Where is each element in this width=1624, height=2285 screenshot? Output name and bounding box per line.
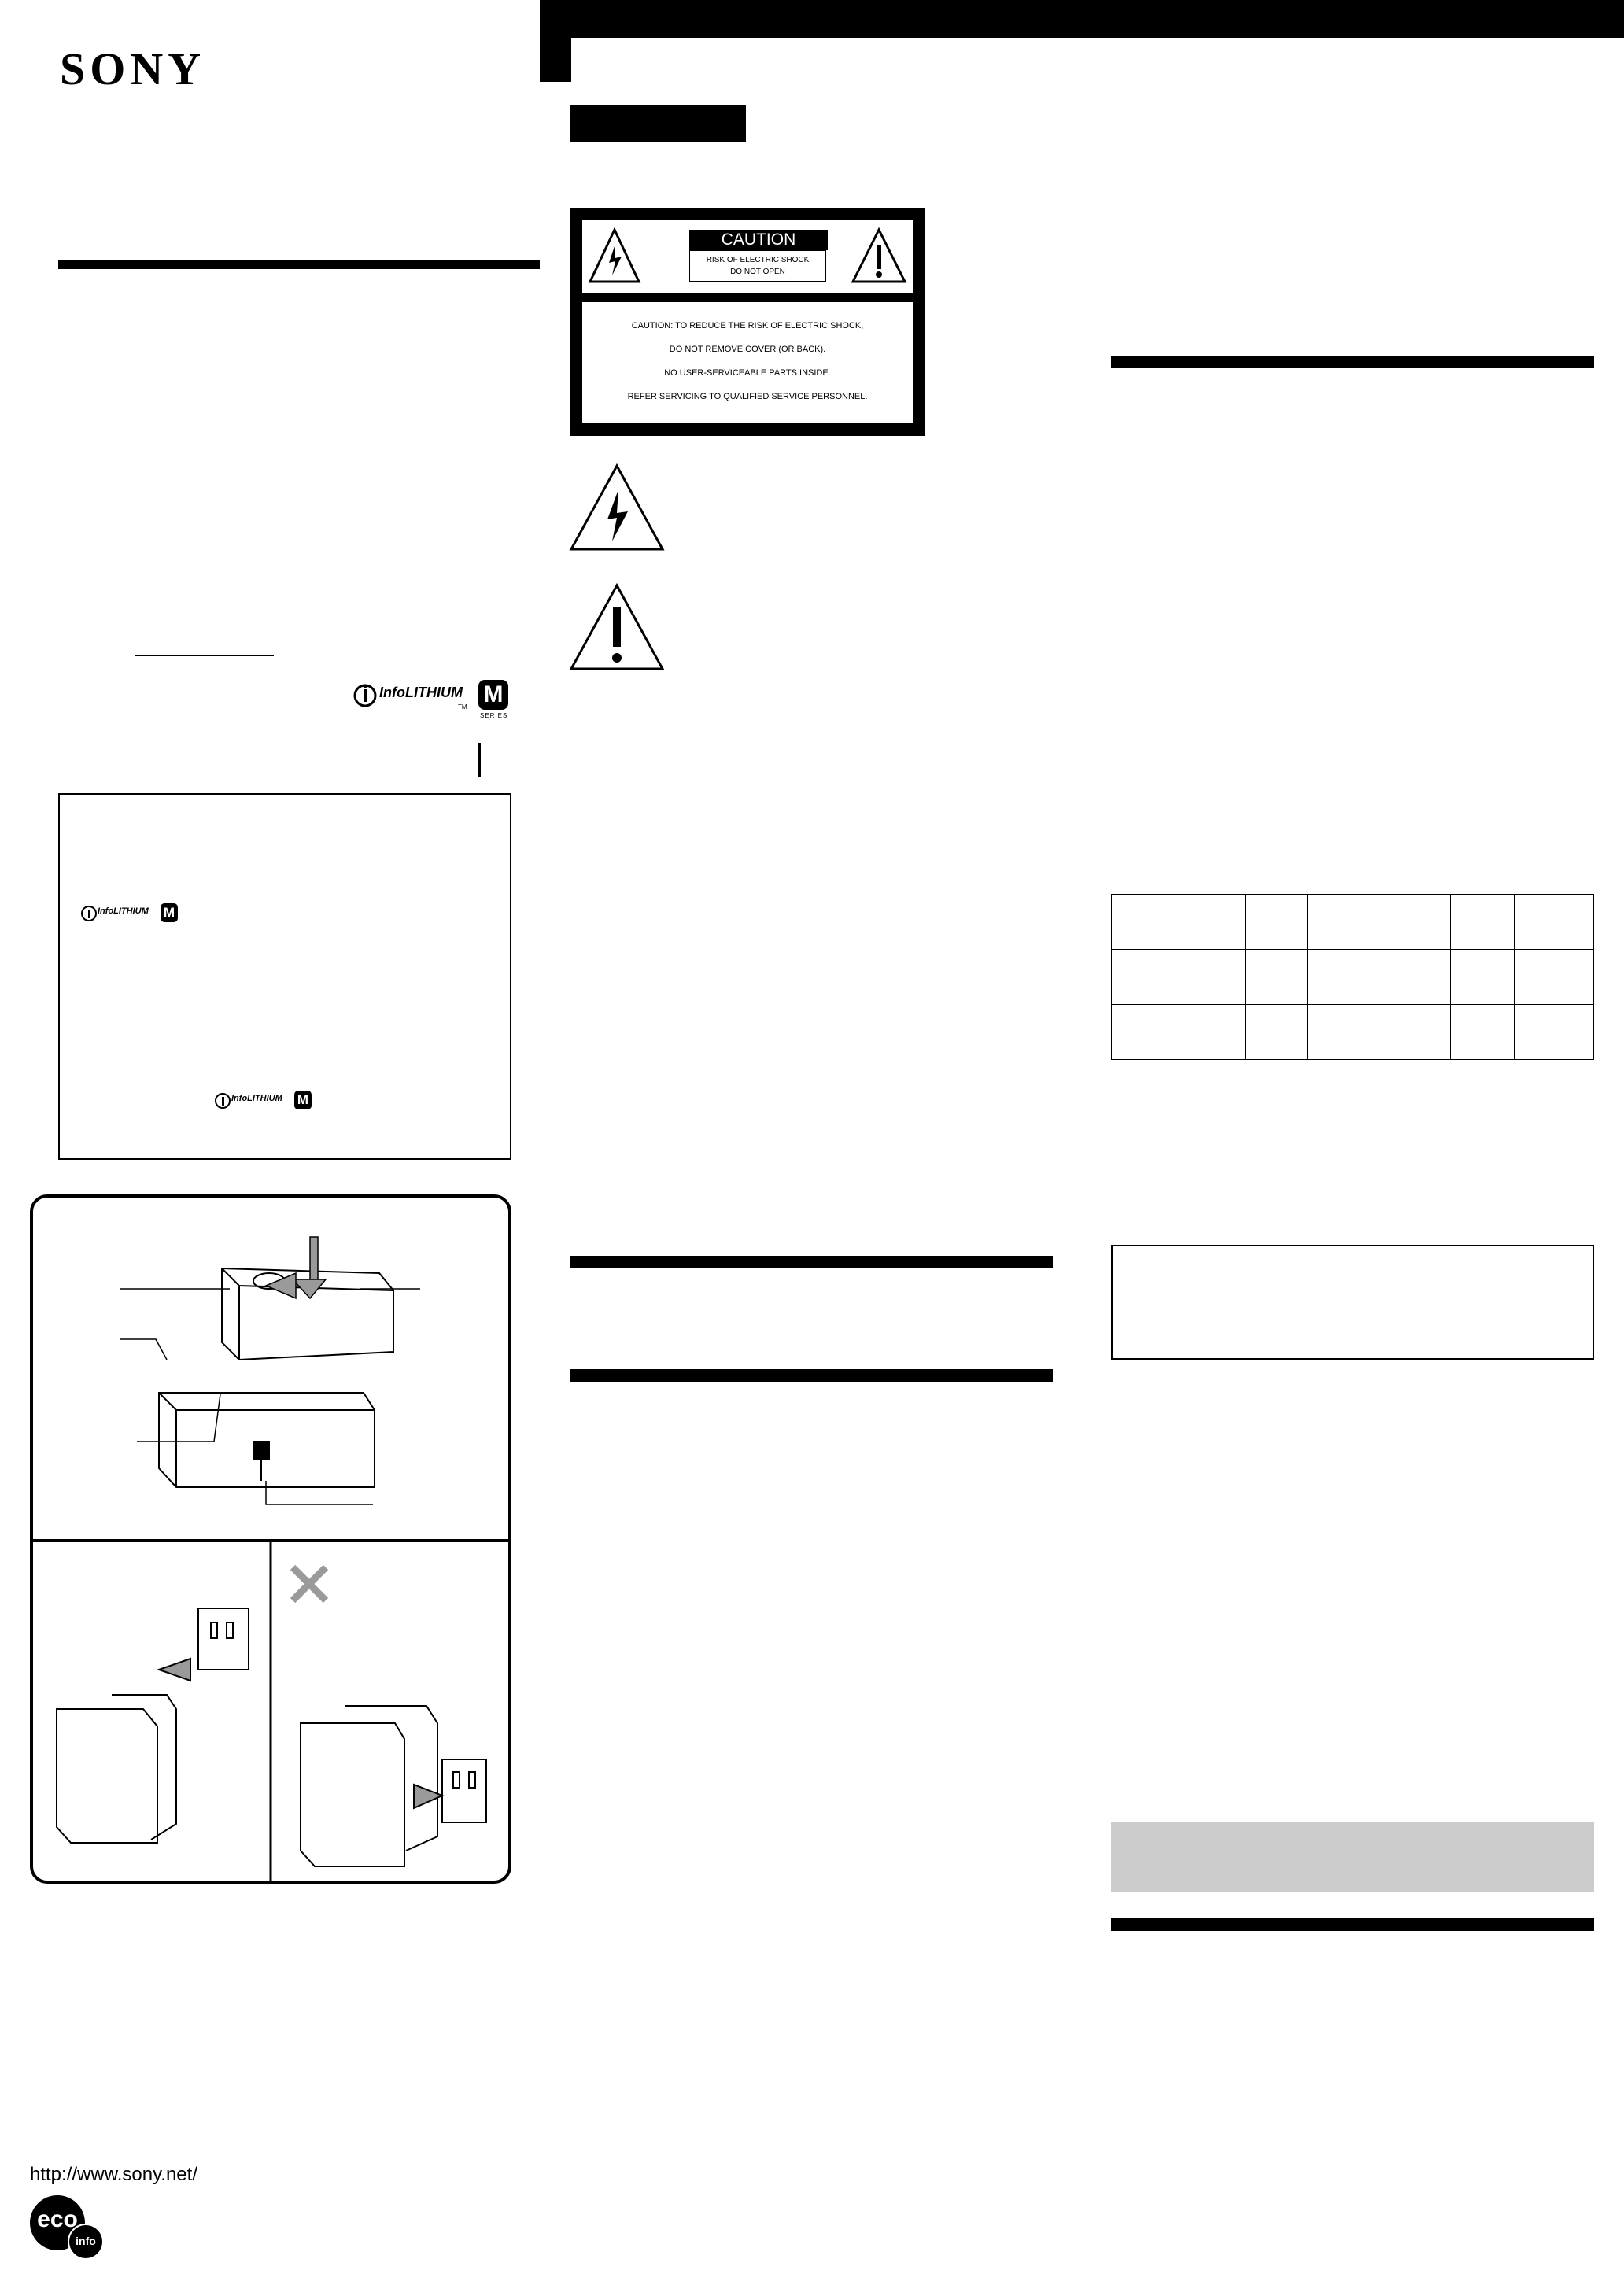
sony-logo: SONY <box>60 43 206 94</box>
section-rule-4 <box>1111 1918 1594 1931</box>
section-rule-1 <box>570 1256 1053 1268</box>
infolithium-logo-small-1: InfoLITHIUM M <box>80 903 190 935</box>
caution-label: CAUTION RISK OF ELECTRIC SHOCK DO NOT OP… <box>570 208 925 436</box>
language-label-block <box>570 105 746 142</box>
note-box <box>1111 1245 1594 1360</box>
risk-line-1: RISK OF ELECTRIC SHOCK <box>706 256 810 264</box>
series-m-badge: M <box>478 680 508 710</box>
section-rule-3 <box>1111 356 1594 368</box>
infolithium-icon <box>215 1093 231 1109</box>
series-m-badge: M <box>294 1091 312 1109</box>
risk-line-2: DO NOT OPEN <box>730 268 785 276</box>
info-circle: info <box>68 2224 104 2260</box>
caution-header-panel: CAUTION RISK OF ELECTRIC SHOCK DO NOT OP… <box>582 220 913 293</box>
caution-body-line: DO NOT REMOVE COVER (OR BACK). <box>669 345 826 354</box>
battery-drawing <box>221 1267 394 1361</box>
series-m-letter: M <box>483 681 504 707</box>
lightning-warning-icon <box>588 227 641 283</box>
top-header-bar <box>540 0 1624 38</box>
incorrect-plug-drawing <box>300 1705 487 1867</box>
insert-arrow <box>264 1236 327 1300</box>
infolithium-text: InfoLITHIUM <box>98 906 149 916</box>
infolithium-icon <box>81 906 97 921</box>
eco-text: eco <box>37 2206 78 2232</box>
underline-rule <box>135 655 274 656</box>
vertical-marker <box>478 743 481 777</box>
notice-box: InfoLITHIUM M InfoLITHIUM M <box>58 793 511 1160</box>
exclamation-symbol-icon <box>569 582 665 670</box>
charger-drawing <box>158 1392 375 1488</box>
series-m-badge: M <box>161 903 178 922</box>
eco-circle: eco <box>30 2195 85 2250</box>
caution-title: CAUTION <box>689 230 828 250</box>
caution-body-panel: CAUTION: TO REDUCE THE RISK OF ELECTRIC … <box>582 302 913 423</box>
info-text: info <box>76 2235 96 2247</box>
lightning-symbol-icon <box>569 463 665 551</box>
correct-plug-drawing <box>56 1608 249 1844</box>
infolithium-logo-large: InfoLITHIUM TM M SERIES <box>352 678 516 722</box>
charger-diagram <box>33 1236 508 1881</box>
series-word: SERIES <box>480 712 508 719</box>
incorrect-x-icon <box>290 1564 329 1604</box>
gray-panel <box>1111 1822 1594 1892</box>
callout-lines <box>120 1288 420 1505</box>
title-rule <box>58 260 540 269</box>
infolithium-text: InfoLITHIUM <box>379 685 463 700</box>
exclamation-warning-icon <box>851 227 907 283</box>
table-row <box>1111 949 1594 1005</box>
section-rule-2 <box>570 1369 1053 1382</box>
charger-illustration <box>30 1194 511 1884</box>
infolithium-logo-small-2: InfoLITHIUM M <box>214 1091 324 1122</box>
table-row <box>1111 894 1594 950</box>
spec-table <box>1111 894 1594 1060</box>
series-m-letter: M <box>163 905 175 920</box>
caution-risk-note: RISK OF ELECTRIC SHOCK DO NOT OPEN <box>689 250 826 282</box>
caution-body-line: CAUTION: TO REDUCE THE RISK OF ELECTRIC … <box>631 321 864 330</box>
caution-body-line: REFER SERVICING TO QUALIFIED SERVICE PER… <box>627 392 868 401</box>
website-url: http://www.sony.net/ <box>30 2164 197 2185</box>
infolithium-tm: TM <box>458 703 467 711</box>
eco-info-badge: eco info <box>30 2195 104 2260</box>
infolithium-icon <box>353 684 377 707</box>
caution-body-line: NO USER-SERVICEABLE PARTS INSIDE. <box>664 368 831 378</box>
table-row <box>1111 1004 1594 1060</box>
infolithium-text: InfoLITHIUM <box>231 1094 282 1103</box>
header-tab <box>540 0 571 82</box>
series-m-letter: M <box>297 1092 309 1107</box>
